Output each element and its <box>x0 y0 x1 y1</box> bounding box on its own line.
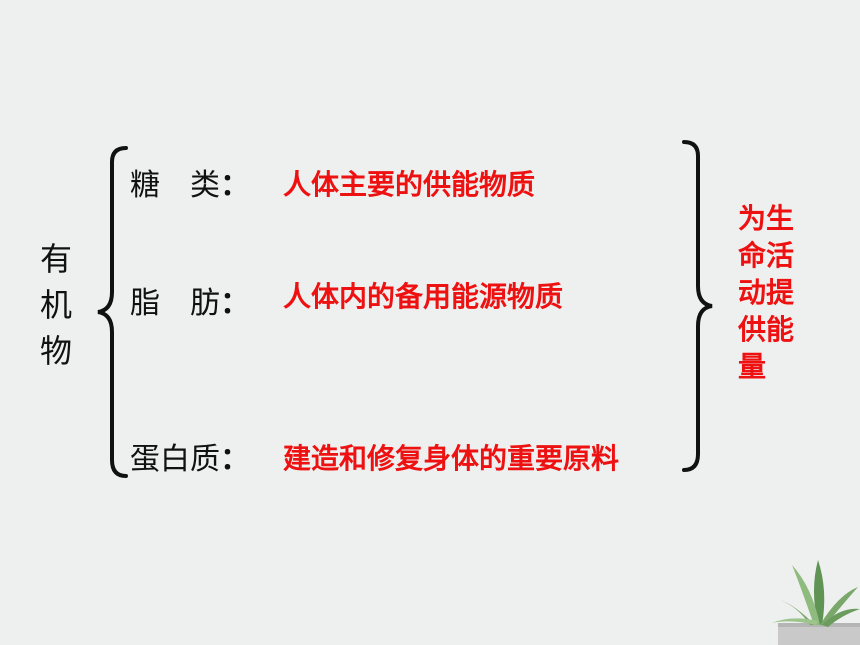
energy-provision-label: 为生命活动提供能量 <box>738 202 795 383</box>
potted-plant-decoration <box>772 560 860 645</box>
row-protein-name-text: 蛋白质 <box>130 442 220 477</box>
right-brace <box>682 140 713 472</box>
row-protein-name: 蛋白质： <box>130 434 250 478</box>
left-brace <box>97 146 128 478</box>
organic-matter-label: 有机物 <box>39 240 72 370</box>
row-sugar-desc: 人体主要的供能物质 <box>283 168 536 201</box>
row-sugar-colon: ： <box>220 168 250 203</box>
row-protein-desc: 建造和修复身体的重要原料 <box>283 442 620 475</box>
row-fat-name: 脂 肪： <box>130 278 250 322</box>
row-sugar-name: 糖 类： <box>130 160 250 204</box>
row-fat-colon: ： <box>220 286 250 321</box>
row-protein-colon: ： <box>220 442 250 477</box>
row-fat-desc: 人体内的备用能源物质 <box>283 280 564 313</box>
row-fat-name-text: 脂 肪 <box>130 286 220 321</box>
row-sugar-name-text: 糖 类 <box>130 168 220 203</box>
